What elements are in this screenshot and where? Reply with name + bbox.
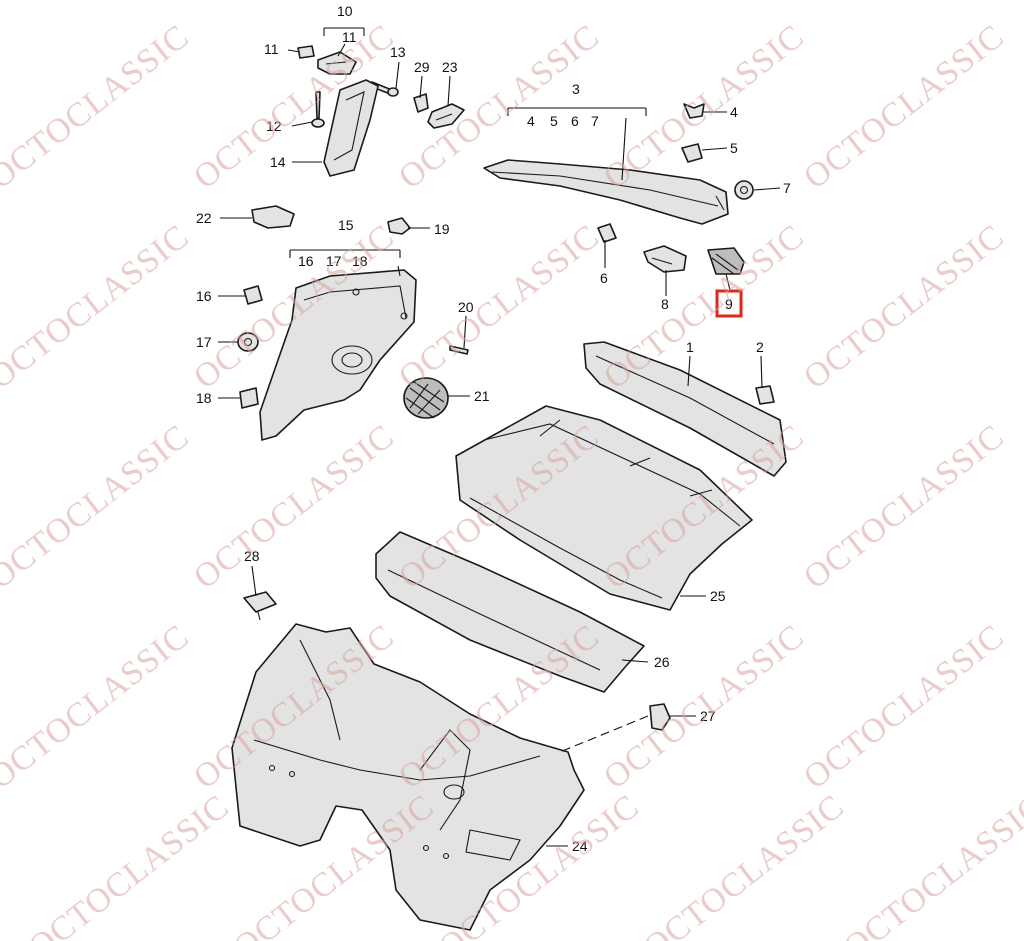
part-14-pillar-trim: [323, 79, 379, 177]
callout-labels: 10 11 11 13 29 23 12 14 3 4 5 6 7 4 5 7 …: [196, 3, 791, 854]
callout-13[interactable]: 13: [390, 44, 406, 60]
watermark-8: OCTOCLASSIC: [392, 218, 606, 397]
callout-14[interactable]: 14: [270, 154, 286, 170]
callout-3-sub-5[interactable]: 5: [550, 113, 558, 129]
callout-17[interactable]: 17: [196, 334, 212, 350]
watermark-10: OCTOCLASSIC: [797, 218, 1011, 397]
part-24-trunk-liner: [231, 623, 585, 931]
callout-21[interactable]: 21: [474, 388, 490, 404]
callout-11-top[interactable]: 11: [342, 29, 357, 45]
callout-11[interactable]: 11: [264, 41, 279, 57]
part-29-clip: [413, 93, 429, 113]
watermark-21: OCTOCLASSIC: [22, 788, 236, 941]
callout-29[interactable]: 29: [414, 59, 430, 75]
callout-23[interactable]: 23: [442, 59, 458, 75]
watermark-25: OCTOCLASSIC: [837, 788, 1024, 941]
callout-20[interactable]: 20: [458, 299, 474, 315]
callout-27[interactable]: 27: [700, 708, 716, 724]
callout-3-sub-7[interactable]: 7: [591, 113, 599, 129]
callout-16[interactable]: 16: [196, 288, 212, 304]
part-20-screw: [449, 345, 469, 355]
callout-15[interactable]: 15: [338, 217, 354, 233]
watermark-5: OCTOCLASSIC: [797, 18, 1011, 197]
watermark-15: OCTOCLASSIC: [797, 418, 1011, 597]
selected-callout-highlight: [715, 289, 743, 318]
part-1-rear-panel: [583, 341, 787, 477]
callout-15-sub-16[interactable]: 16: [298, 253, 314, 269]
part-5-clip: [681, 143, 703, 163]
part-19-plug: [387, 217, 411, 235]
part-15-side-panel: [259, 269, 417, 441]
part-7-grommet: [734, 180, 754, 200]
watermark-20: OCTOCLASSIC: [797, 618, 1011, 797]
watermark-9: OCTOCLASSIC: [597, 218, 811, 397]
watermark-11: OCTOCLASSIC: [0, 418, 196, 597]
part-28-bracket: [243, 591, 277, 613]
part-11-clip: [297, 45, 315, 59]
part-2-clip: [755, 385, 775, 405]
callout-15-sub-17[interactable]: 17: [326, 253, 342, 269]
callout-8[interactable]: 8: [661, 296, 669, 312]
part-8-cover: [643, 245, 687, 273]
callout-3-sub-6[interactable]: 6: [571, 113, 579, 129]
part-shapes: [231, 45, 787, 931]
callout-26[interactable]: 26: [654, 654, 670, 670]
callout-22[interactable]: 22: [196, 210, 212, 226]
part-4-clip: [683, 103, 705, 119]
part-18-clip: [239, 387, 259, 409]
callout-4[interactable]: 4: [730, 104, 738, 120]
part-12-screw: [315, 91, 321, 119]
callout-9[interactable]: 9: [725, 296, 733, 312]
part-3-shelf-rail: [483, 159, 729, 225]
part-22-handle: [251, 205, 295, 229]
callout-5[interactable]: 5: [730, 140, 738, 156]
callout-24[interactable]: 24: [572, 838, 588, 854]
callout-18[interactable]: 18: [196, 390, 212, 406]
part-27-cap: [649, 703, 671, 731]
callout-6[interactable]: 6: [600, 270, 608, 286]
callout-2[interactable]: 2: [756, 339, 764, 355]
callout-3-sub-4[interactable]: 4: [527, 113, 535, 129]
watermark-6: OCTOCLASSIC: [0, 218, 196, 397]
part-26-trim-strip: [375, 531, 645, 693]
callout-7[interactable]: 7: [783, 180, 791, 196]
watermark-4: OCTOCLASSIC: [597, 18, 811, 197]
watermark-1: OCTOCLASSIC: [0, 18, 196, 197]
watermark-16: OCTOCLASSIC: [0, 618, 196, 797]
part-25-parcel-shelf: [455, 405, 753, 611]
leader-lines: [218, 27, 781, 847]
callout-25[interactable]: 25: [710, 588, 726, 604]
callout-1[interactable]: 1: [686, 339, 694, 355]
callout-28[interactable]: 28: [244, 548, 260, 564]
callout-19[interactable]: 19: [434, 221, 450, 237]
callout-10[interactable]: 10: [337, 3, 353, 19]
part-16-clip: [243, 285, 263, 305]
watermark-12: OCTOCLASSIC: [187, 418, 401, 597]
watermark-24: OCTOCLASSIC: [637, 788, 851, 941]
callout-15-sub-18[interactable]: 18: [352, 253, 368, 269]
callout-12[interactable]: 12: [266, 118, 282, 134]
callout-3[interactable]: 3: [572, 81, 580, 97]
part-6-clip: [597, 223, 617, 243]
